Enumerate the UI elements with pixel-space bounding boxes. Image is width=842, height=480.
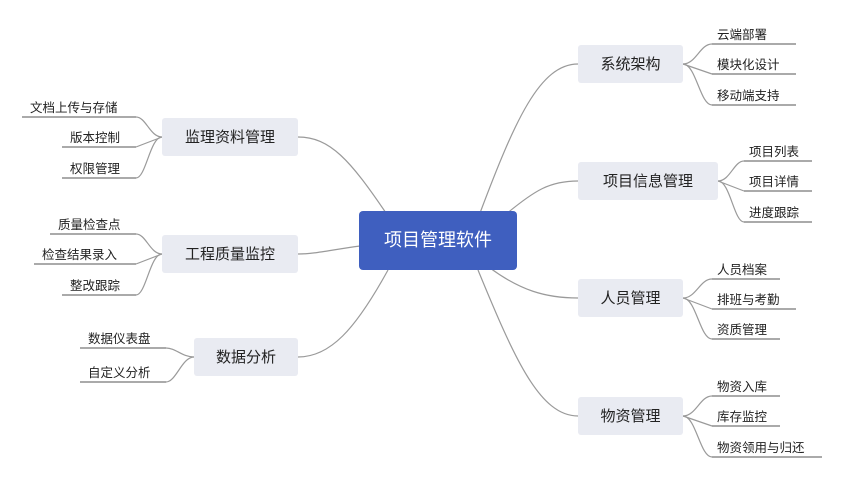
leaf-item[interactable]: 库存监控 [717,409,768,424]
branch-node-supervision-docs[interactable]: 监理资料管理 [162,118,298,156]
connector-quality-monitor [297,245,361,255]
leaf-item[interactable]: 质量检查点 [58,217,121,232]
branch-label: 物资管理 [600,407,660,425]
branch-node-project-info[interactable]: 项目信息管理 [578,162,718,200]
leaves-system-architecture: 云端部署 模块化设计 移动端支持 [717,27,780,103]
leaf-item[interactable]: 排班与考勤 [717,292,780,307]
leaf-item[interactable]: 数据仪表盘 [88,331,151,346]
leaves-project-info: 项目列表 项目详情 进度跟踪 [749,144,800,220]
leaf-item[interactable]: 项目详情 [749,174,799,189]
leaf-connectors-right [682,43,745,458]
leaf-item[interactable]: 权限管理 [70,161,121,176]
leaf-item[interactable]: 项目列表 [749,144,800,159]
leaves-quality-monitor: 质量检查点 检查结果录入 整改跟踪 [42,217,121,293]
root-label: 项目管理软件 [384,230,492,251]
leaf-item[interactable]: 模块化设计 [717,57,780,72]
leaf-item[interactable]: 资质管理 [717,322,768,337]
root-connectors [297,63,579,417]
leaf-item[interactable]: 检查结果录入 [42,247,118,262]
branch-node-system-architecture[interactable]: 系统架构 [578,45,683,83]
leaf-item[interactable]: 文档上传与存储 [30,100,118,115]
branch-node-data-analysis[interactable]: 数据分析 [194,338,298,376]
branch-node-personnel[interactable]: 人员管理 [578,279,683,317]
branch-label: 工程质量监控 [185,245,275,263]
leaves-materials: 物资入库 库存监控 物资领用与归还 [717,379,805,455]
branch-label: 数据分析 [216,348,276,366]
leaves-data-analysis: 数据仪表盘 自定义分析 [88,331,151,380]
connector-data-analysis [297,269,389,358]
connector-materials [477,269,579,417]
connector-personnel [489,267,579,299]
connector-project-info [504,180,579,216]
branch-node-quality-monitor[interactable]: 工程质量监控 [162,235,298,273]
branch-label: 监理资料管理 [185,128,275,146]
leaves-personnel: 人员档案 排班与考勤 资质管理 [717,262,780,337]
branch-label: 项目信息管理 [603,172,693,190]
leaf-connectors-left [135,116,195,383]
leaf-item[interactable]: 自定义分析 [88,365,151,380]
leaf-underlines [22,43,822,458]
leaf-item[interactable]: 物资领用与归还 [717,440,805,455]
root-node[interactable]: 项目管理软件 [359,211,517,270]
leaf-item[interactable]: 物资入库 [717,379,767,394]
leaf-item[interactable]: 人员档案 [717,262,768,277]
branch-label: 人员管理 [600,289,660,307]
leaf-item[interactable]: 版本控制 [70,130,120,145]
leaf-item[interactable]: 整改跟踪 [70,278,121,293]
connector-system-architecture [479,63,579,214]
leaf-item[interactable]: 进度跟踪 [749,205,800,220]
branch-label: 系统架构 [600,55,660,73]
branch-node-materials[interactable]: 物资管理 [578,397,683,435]
leaves-supervision-docs: 文档上传与存储 版本控制 权限管理 [30,100,121,176]
leaf-item[interactable]: 移动端支持 [717,88,780,103]
connector-supervision-docs [297,136,387,214]
leaf-item[interactable]: 云端部署 [717,27,767,42]
